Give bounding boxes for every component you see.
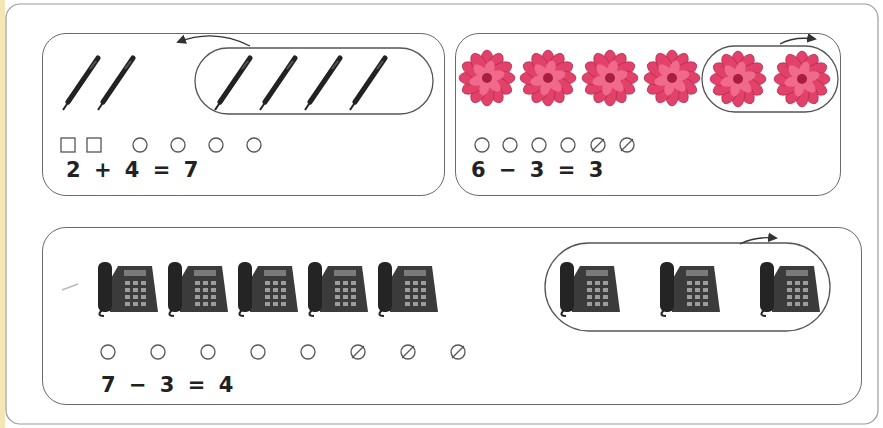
- square-mark: [61, 138, 75, 152]
- pencil-mark: [62, 284, 78, 290]
- flower: [774, 51, 830, 107]
- flower: [459, 50, 515, 106]
- crossed-circle-mark: [591, 138, 605, 152]
- circle-mark: [201, 345, 215, 359]
- circle-mark: [151, 345, 165, 359]
- flower: [710, 51, 766, 107]
- flower: [582, 50, 638, 106]
- page-edge: [0, 0, 5, 428]
- circle-mark: [532, 138, 546, 152]
- circle-mark: [251, 345, 265, 359]
- telephone: [308, 262, 368, 316]
- crossed-circle-mark: [620, 138, 634, 152]
- pen: [215, 58, 250, 110]
- telephone: [560, 262, 620, 316]
- crossed-circle-mark: [351, 345, 365, 359]
- circle-mark: [133, 138, 147, 152]
- circle-mark: [301, 345, 315, 359]
- circle-mark: [561, 138, 575, 152]
- exercise-panel: 2 + 4 = 7: [42, 33, 445, 196]
- circle-mark: [475, 138, 489, 152]
- telephone: [660, 262, 720, 316]
- crossed-circle-mark: [401, 345, 415, 359]
- move-arrow: [178, 36, 250, 46]
- square-mark: [87, 138, 101, 152]
- circle-mark: [101, 345, 115, 359]
- telephone: [98, 262, 158, 316]
- telephone: [378, 262, 438, 316]
- circle-mark: [171, 138, 185, 152]
- move-arrow: [780, 38, 815, 44]
- group-oval: [702, 46, 838, 112]
- group-oval: [545, 243, 830, 331]
- exercise-panel: 7 − 3 = 4: [42, 227, 862, 405]
- telephone: [238, 262, 298, 316]
- pen: [260, 58, 295, 110]
- flower: [520, 50, 576, 106]
- exercise-panel: 6 − 3 = 3: [455, 33, 841, 196]
- equation: 7 − 3 = 4: [101, 374, 233, 397]
- circle-mark: [503, 138, 517, 152]
- pen: [350, 58, 385, 110]
- crossed-circle-mark: [451, 345, 465, 359]
- group-oval: [195, 48, 433, 114]
- pen: [98, 58, 133, 110]
- outer-frame: [6, 4, 878, 424]
- circle-mark: [247, 138, 261, 152]
- equation: 2 + 4 = 7: [66, 159, 198, 182]
- telephone: [168, 262, 228, 316]
- flower: [644, 50, 700, 106]
- pen: [63, 58, 98, 110]
- telephone: [760, 262, 820, 316]
- circle-mark: [209, 138, 223, 152]
- equation: 6 − 3 = 3: [471, 159, 603, 182]
- move-arrow: [740, 238, 776, 244]
- pen: [305, 58, 340, 110]
